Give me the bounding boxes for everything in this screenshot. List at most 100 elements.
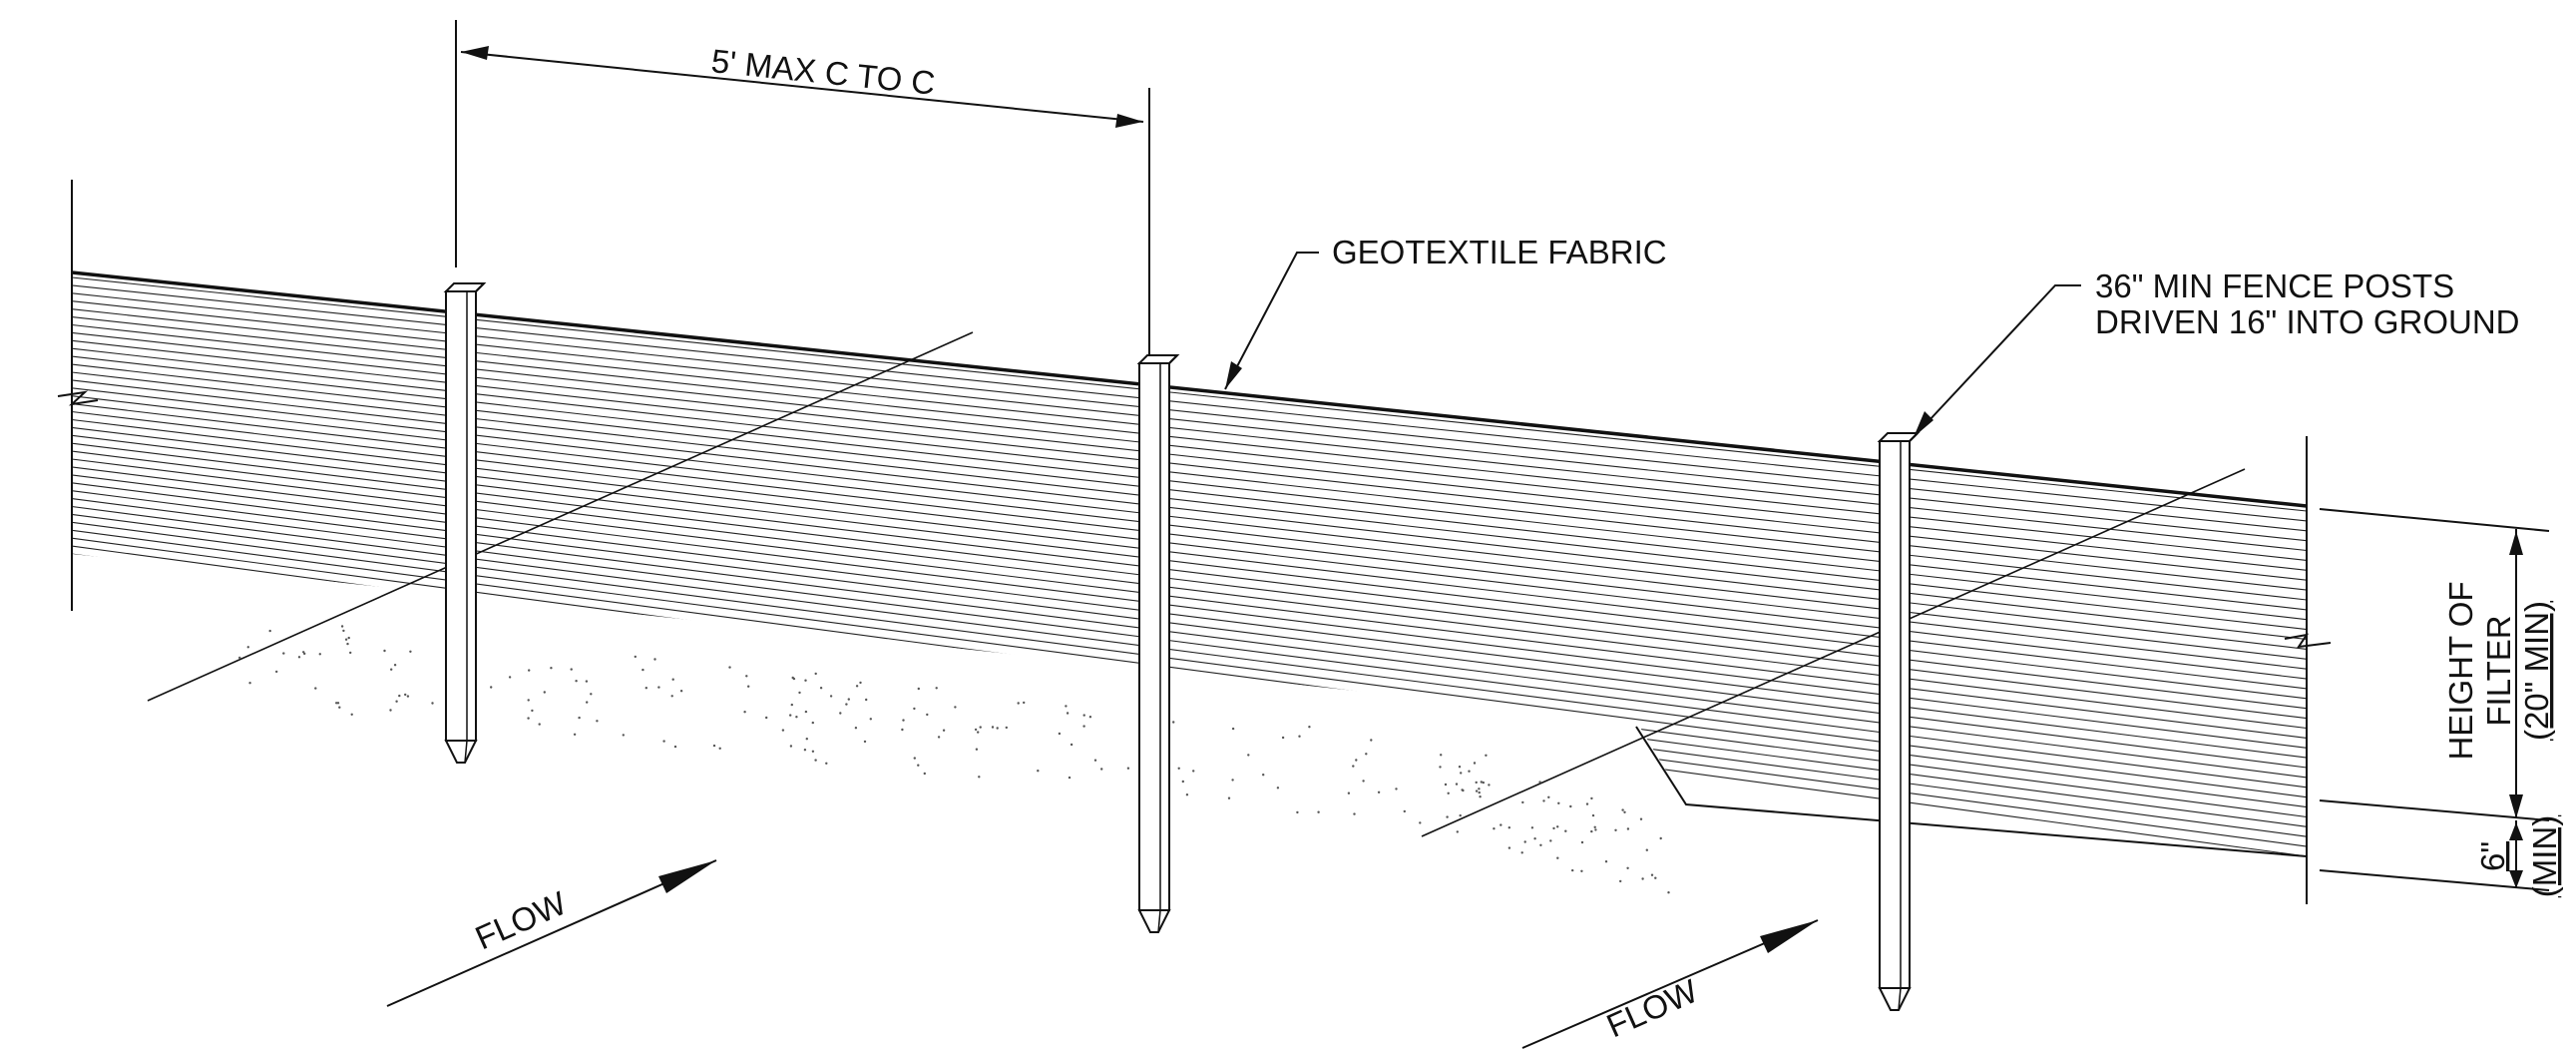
ground-dot [829, 695, 833, 698]
ground-dot [1539, 843, 1542, 846]
trench-depth-note: (MIN) [2526, 815, 2563, 897]
ground-dot [1093, 759, 1097, 762]
ground-dot [795, 716, 798, 719]
ground-dot [1478, 790, 1481, 794]
fence-post [1877, 432, 1921, 1011]
ground-dot [1473, 762, 1477, 765]
ground-dot [1460, 772, 1463, 775]
ground-dot [1591, 813, 1595, 817]
ground-dot [508, 676, 512, 679]
fabric-hatch-line [71, 410, 2308, 680]
ground-dot [1533, 837, 1536, 840]
ground-dot [389, 709, 392, 712]
ground-dot [1370, 739, 1373, 742]
ground-dot [1459, 813, 1462, 817]
ground-dot [383, 649, 386, 653]
ground-dot [340, 625, 344, 628]
fabric-hatch-line [71, 276, 2308, 512]
ground-dot [1604, 860, 1608, 863]
ground-dot [1172, 721, 1175, 724]
ground-dot [1590, 796, 1593, 800]
ground-dot [1247, 754, 1250, 757]
ground-dot [1262, 774, 1265, 777]
fabric-hatch-line [71, 284, 2308, 522]
ground-dot [855, 685, 859, 688]
ground-dot [246, 646, 249, 649]
ground-dot [573, 733, 577, 736]
ground-dot [1621, 808, 1624, 811]
ground-dot [409, 650, 412, 653]
ground-dot [805, 738, 808, 741]
ground-dot [1455, 783, 1459, 786]
ground-dot [1480, 781, 1484, 784]
ground-dot [811, 750, 815, 753]
ground-dot [1446, 815, 1449, 818]
post-callout: 36" MIN FENCE POSTS DRIVEN 16" INTO GROU… [1913, 267, 2520, 438]
ground-dot [811, 721, 814, 725]
fabric-hatch-line [71, 331, 2308, 581]
ground-dot [1556, 825, 1559, 828]
ground-dot [1185, 793, 1189, 796]
ground-dot [942, 729, 946, 732]
fabric-hatch-line [71, 323, 2308, 571]
ground-dot [342, 629, 345, 633]
ground-dot [1458, 766, 1462, 769]
ground-dot [1667, 891, 1670, 894]
ground-dot [1556, 856, 1559, 859]
ground-dot [1065, 705, 1068, 708]
ground-dot [1023, 701, 1026, 705]
ground-dot [789, 745, 793, 748]
height-label-line3: (20" MIN) [2518, 601, 2555, 741]
ground-dot [845, 703, 848, 706]
fabric-callout-label: GEOTEXTILE FABRIC [1332, 234, 1667, 270]
post-callout-line2: DRIVEN 16" INTO GROUND [2095, 303, 2520, 340]
fabric-hatch-line [71, 450, 2308, 730]
ground-dot [1493, 827, 1496, 830]
ground-dot [1564, 829, 1567, 832]
ground-dot [679, 690, 683, 693]
fence-posts [443, 282, 1921, 1011]
ground-dot [1654, 876, 1657, 879]
ground-dot [847, 698, 850, 701]
ground-dot [642, 668, 644, 672]
ground-dot [1017, 702, 1020, 705]
ground-dot [996, 727, 999, 730]
ground-dot [336, 702, 340, 705]
ground-dot [1650, 873, 1654, 876]
ground-dot [792, 677, 796, 681]
ground-dot [1068, 776, 1072, 780]
ground-dot [814, 672, 817, 676]
ground-dot [917, 687, 920, 691]
ground-dot [979, 726, 982, 729]
ground-dot [644, 687, 647, 690]
ground-dot [902, 719, 905, 722]
ground-dot [585, 680, 589, 683]
ground-dot [1523, 840, 1526, 843]
ground-dot [1419, 821, 1422, 824]
ground-dot [1557, 801, 1560, 804]
fabric-hatch-line [71, 292, 2308, 532]
ground-dot [1639, 817, 1643, 820]
ground-dot [1507, 846, 1511, 849]
fabric-hatch-line [71, 403, 2308, 670]
flow-label: FLOW [470, 883, 573, 956]
ground-dot [1058, 732, 1062, 736]
ground-dot [671, 678, 674, 681]
ground-dot [395, 700, 398, 703]
fabric-hatch-line [71, 458, 2308, 739]
ground-dot [1353, 812, 1356, 815]
ground-dot [1590, 829, 1593, 833]
ground-dot [490, 686, 493, 689]
flow-label: FLOW [1601, 971, 1704, 1044]
ground-dot [575, 680, 578, 683]
post-callout-line1: 36" MIN FENCE POSTS [2095, 267, 2454, 304]
ground-dot [653, 658, 656, 661]
ground-dot [1500, 823, 1503, 826]
ground-dot [1547, 795, 1550, 798]
fabric-hatch-line [71, 363, 2308, 621]
fabric-hatch-line [71, 482, 2308, 769]
fabric-hatch-line [71, 347, 2308, 601]
ground-dot [1177, 767, 1180, 770]
ground-dot [1549, 839, 1552, 842]
